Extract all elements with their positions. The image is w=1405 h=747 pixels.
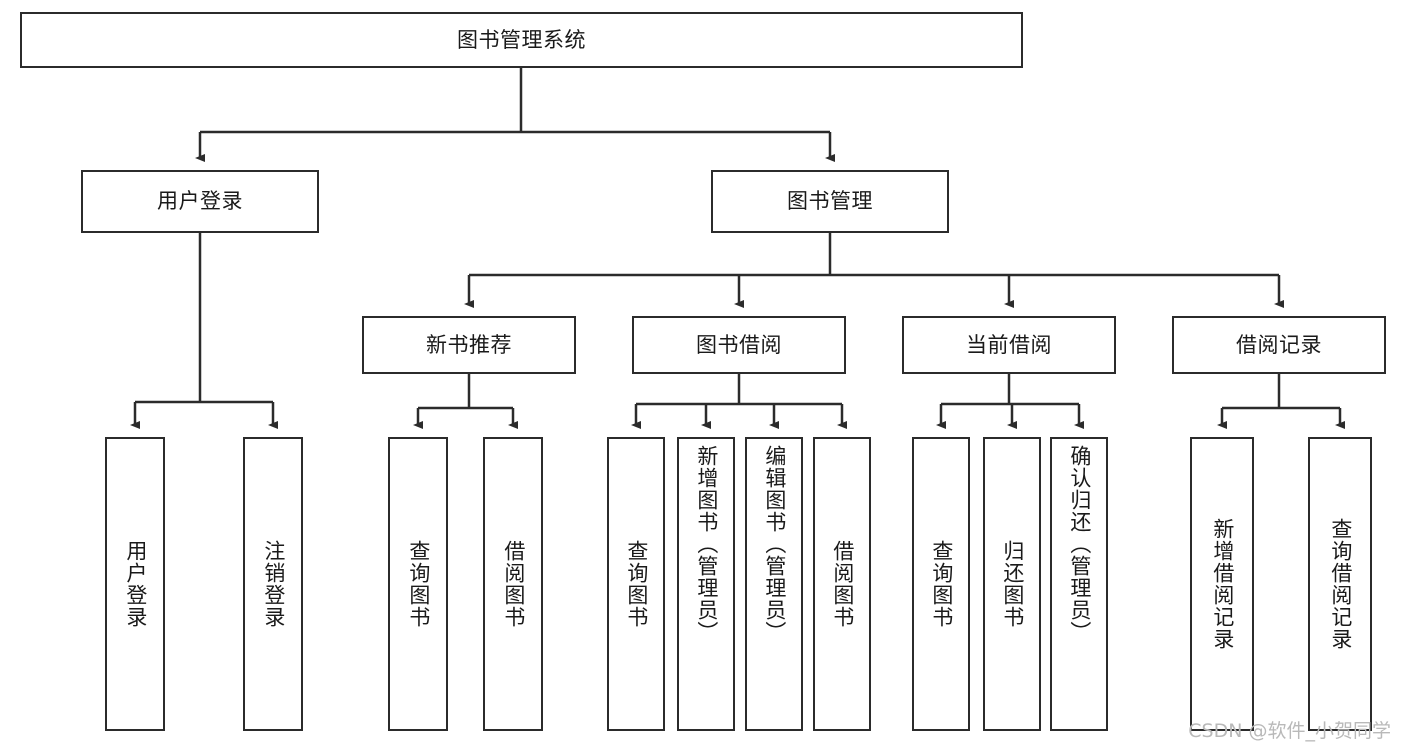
node-current-borrow-label: 当前借阅 [966, 332, 1052, 357]
node-leaf-edit-book[interactable]: 编辑图书（管理员） [745, 437, 803, 731]
node-leaf-query-record-label: 查询借阅记录 [1328, 518, 1353, 650]
node-leaf-query-book-1[interactable]: 查询图书 [388, 437, 448, 731]
node-leaf-borrow-book-1[interactable]: 借阅图书 [483, 437, 543, 731]
node-leaf-query-record[interactable]: 查询借阅记录 [1308, 437, 1372, 731]
node-leaf-return-book-label: 归还图书 [1000, 540, 1025, 628]
node-leaf-borrow-book-2[interactable]: 借阅图书 [813, 437, 871, 731]
node-leaf-borrow-book-1-label: 借阅图书 [501, 540, 526, 628]
node-root[interactable]: 图书管理系统 [20, 12, 1023, 68]
node-leaf-return-book[interactable]: 归还图书 [983, 437, 1041, 731]
node-user-login[interactable]: 用户登录 [81, 170, 319, 233]
node-book-manage[interactable]: 图书管理 [711, 170, 949, 233]
node-leaf-logout-label: 注销登录 [261, 540, 286, 628]
node-leaf-query-book-2[interactable]: 查询图书 [607, 437, 665, 731]
node-current-borrow[interactable]: 当前借阅 [902, 316, 1116, 374]
node-leaf-confirm-return[interactable]: 确认归还（管理员） [1050, 437, 1108, 731]
node-new-book-recommend[interactable]: 新书推荐 [362, 316, 576, 374]
node-leaf-user-login[interactable]: 用户登录 [105, 437, 165, 731]
node-leaf-add-book[interactable]: 新增图书（管理员） [677, 437, 735, 731]
node-book-manage-label: 图书管理 [787, 189, 873, 214]
node-new-book-recommend-label: 新书推荐 [426, 332, 512, 357]
node-leaf-query-book-3-label: 查询图书 [929, 540, 954, 628]
node-leaf-add-book-label: 新增图书（管理员） [694, 445, 719, 643]
node-leaf-confirm-return-label: 确认归还（管理员） [1067, 445, 1092, 643]
node-book-borrow-label: 图书借阅 [696, 332, 782, 357]
node-leaf-query-book-3[interactable]: 查询图书 [912, 437, 970, 731]
watermark-text: CSDN @软件_小贺同学 [1188, 720, 1391, 742]
node-leaf-add-record-label: 新增借阅记录 [1210, 518, 1235, 650]
node-borrow-record[interactable]: 借阅记录 [1172, 316, 1386, 374]
node-leaf-query-book-2-label: 查询图书 [624, 540, 649, 628]
node-leaf-user-login-label: 用户登录 [123, 540, 148, 628]
node-root-label: 图书管理系统 [457, 27, 586, 52]
node-leaf-borrow-book-2-label: 借阅图书 [830, 540, 855, 628]
node-leaf-logout[interactable]: 注销登录 [243, 437, 303, 731]
node-leaf-query-book-1-label: 查询图书 [406, 540, 431, 628]
node-user-login-label: 用户登录 [157, 189, 243, 214]
node-book-borrow[interactable]: 图书借阅 [632, 316, 846, 374]
node-leaf-add-record[interactable]: 新增借阅记录 [1190, 437, 1254, 731]
node-borrow-record-label: 借阅记录 [1236, 332, 1322, 357]
node-leaf-edit-book-label: 编辑图书（管理员） [762, 445, 787, 643]
